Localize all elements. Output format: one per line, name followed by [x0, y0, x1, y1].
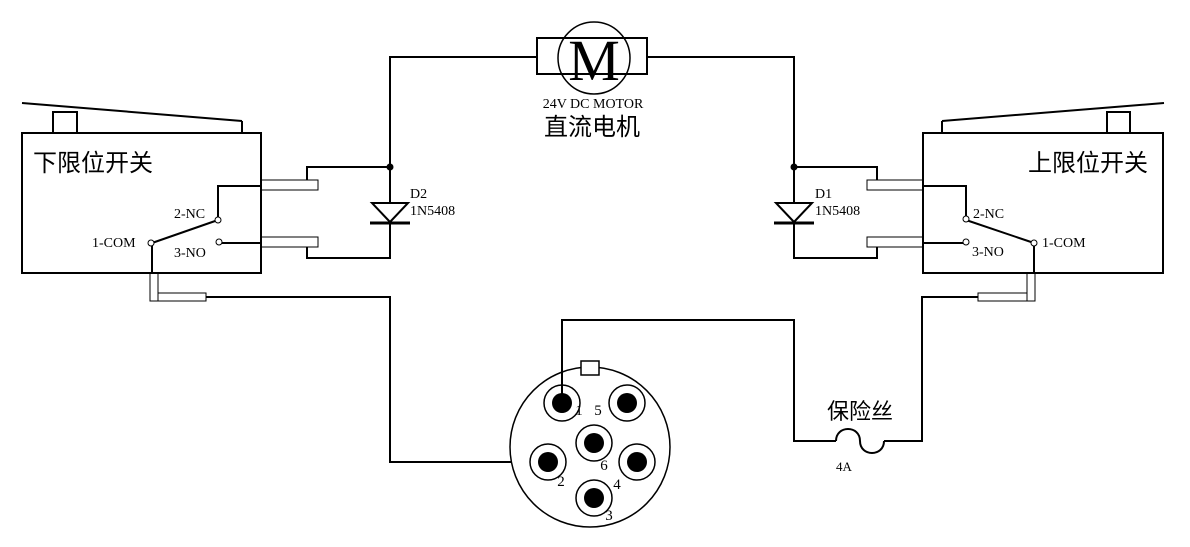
diode-ref: D2: [410, 187, 427, 202]
pin-label-nc: 2-NC: [174, 207, 205, 222]
pin-6-contact: [584, 433, 604, 453]
motor-circle: [557, 21, 631, 95]
pin-label-no: 3-NO: [174, 246, 206, 261]
fuse-symbol: [835, 428, 885, 454]
upper-limit-switch: 上限位开关 2-NC 1-COM 3-NO: [866, 102, 1165, 302]
diode-ref: D1: [815, 187, 832, 202]
motor-name: 直流电机: [544, 113, 640, 141]
contact-no: [215, 238, 223, 246]
lower-limit-switch: 下限位开关 2-NC 1-COM 3-NO: [21, 102, 319, 302]
wire-motor-left: [389, 56, 537, 167]
fuse-rating: 4A: [836, 459, 853, 474]
lever-arm: [941, 102, 1165, 122]
wire-com-right-to-fuse: [884, 296, 978, 442]
switch-body: [922, 132, 1164, 274]
pin-label-no: 3-NO: [972, 245, 1004, 260]
terminal-nc: [260, 179, 319, 191]
contact-nc: [214, 216, 222, 224]
connector-key: [580, 360, 600, 376]
pin-5-label: 5: [594, 403, 602, 419]
switch-body: [21, 132, 262, 274]
terminal-no: [260, 236, 319, 248]
pin-4-label: 4: [613, 477, 621, 493]
lever-arm: [21, 102, 243, 122]
diode-part: 1N5408: [410, 204, 455, 219]
pin-3-label: 3: [605, 508, 613, 524]
diode-d1: D1 1N5408: [773, 163, 878, 259]
wire-motor-right: [647, 56, 795, 167]
pin-6-label: 6: [600, 458, 608, 474]
diode-d2: D2 1N5408: [306, 163, 455, 259]
pin-label-nc: 2-NC: [973, 207, 1004, 222]
fuse-label: 保险丝: [827, 400, 893, 425]
junction-dot: [790, 163, 798, 171]
fuse: 保险丝 4A: [827, 400, 893, 474]
diode-symbol: [773, 202, 815, 224]
wire-com-left-to-pin2: [206, 296, 548, 463]
switch-blade: [965, 219, 1035, 244]
terminal-nc: [866, 179, 924, 191]
pin-3-contact: [584, 488, 604, 508]
motor-spec: 24V DC MOTOR: [543, 97, 644, 112]
plunger: [52, 111, 78, 133]
terminal-no: [866, 236, 924, 248]
pin-2-label: 2: [557, 474, 565, 490]
pin-2-contact: [538, 452, 558, 472]
diode-symbol: [369, 202, 411, 224]
switch-blade: [151, 219, 219, 244]
pin-label-com: 1-COM: [92, 236, 136, 251]
lower-switch-label: 下限位开关: [33, 149, 153, 177]
connector-6pin: 1 2 34 5 6: [509, 360, 671, 528]
pin-5-contact: [617, 393, 637, 413]
pin-1-label: 1: [575, 403, 583, 419]
contact-com: [147, 239, 155, 247]
diode-part: 1N5408: [815, 204, 860, 219]
pin-label-com: 1-COM: [1042, 236, 1086, 251]
junction-dot: [386, 163, 394, 171]
plunger: [1106, 111, 1131, 133]
contact-com: [1030, 239, 1038, 247]
contact-nc: [962, 215, 970, 223]
terminal-com: [1026, 272, 1036, 302]
upper-switch-label: 上限位开关: [1028, 149, 1148, 177]
pin-4-contact: [627, 452, 647, 472]
motor-symbol: M: [568, 28, 620, 93]
terminal-com: [149, 272, 159, 302]
motor: M 24V DC MOTOR 直流电机: [536, 21, 648, 141]
contact-no: [962, 238, 970, 246]
